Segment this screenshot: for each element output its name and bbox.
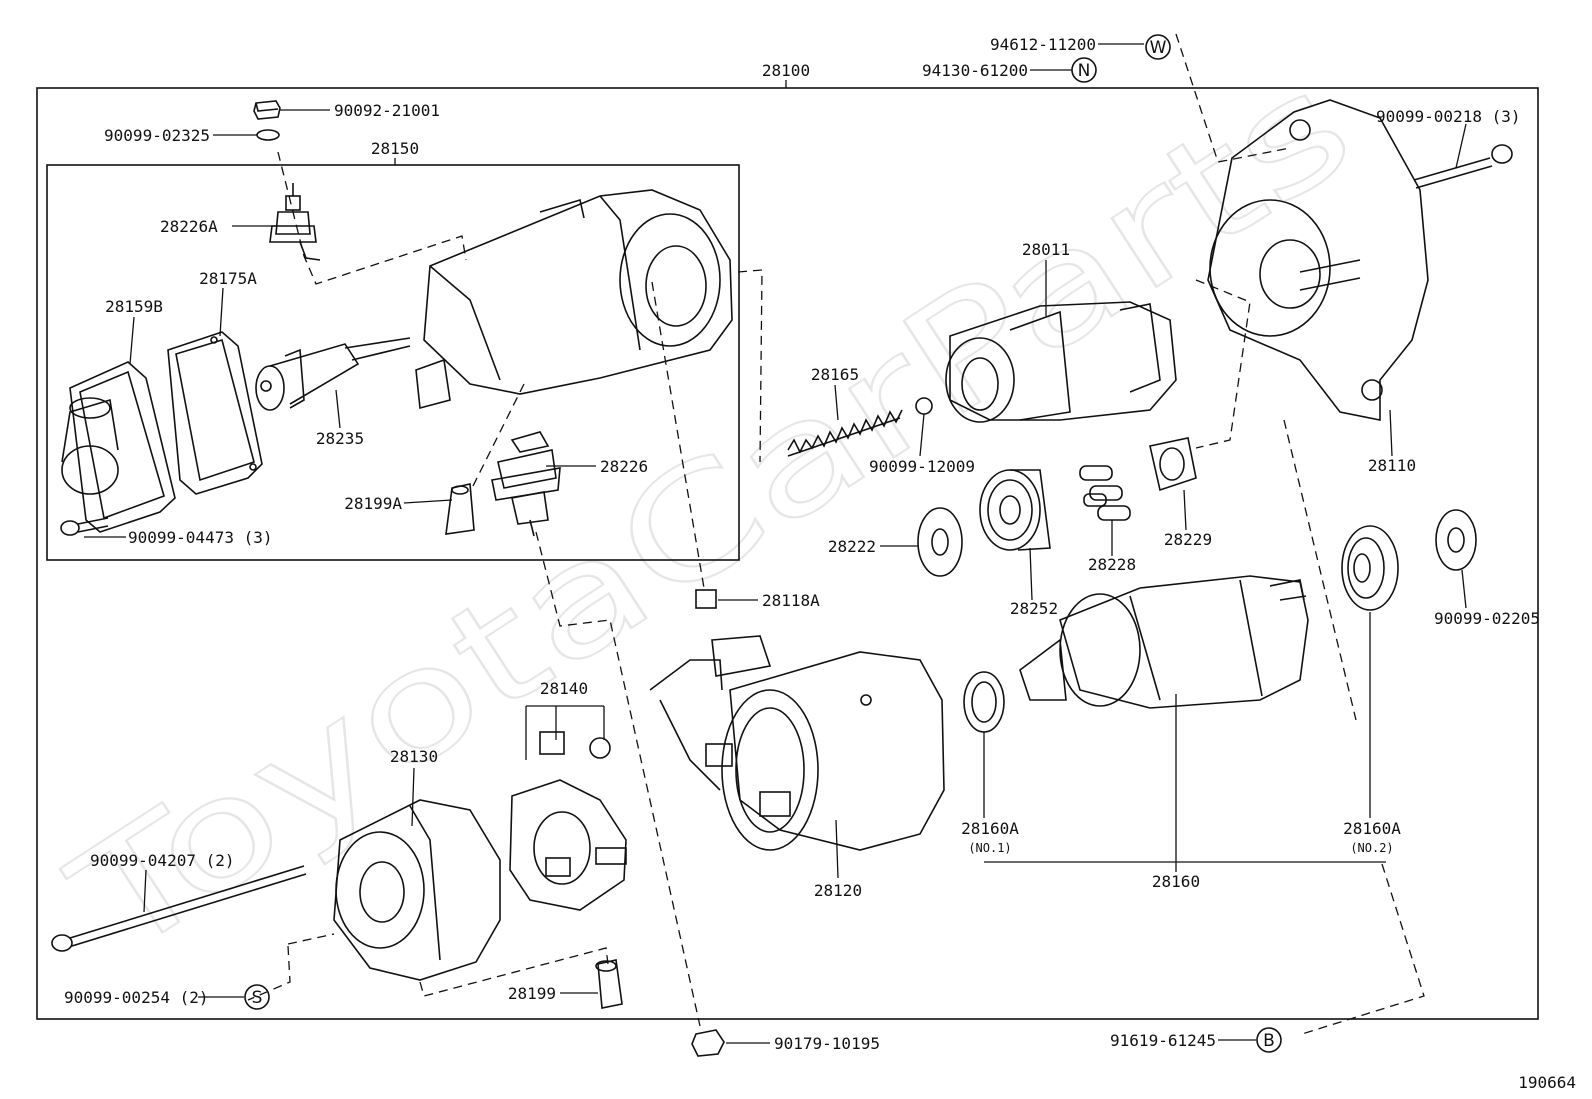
clutch-28011 (945, 301, 1177, 423)
contact-28199 (595, 959, 623, 1009)
gasket-28175a (167, 331, 263, 495)
label-28150: 28150 (371, 139, 419, 158)
callout-s: S (244, 984, 270, 1010)
end-frame-28130 (333, 799, 501, 981)
svg-text:N: N (1078, 61, 1091, 81)
label-28160a-no1-note: (NO.1) (968, 841, 1011, 855)
label-28199: 28199 (508, 984, 556, 1003)
callout-b: B (1256, 1027, 1282, 1053)
washer-28222 (917, 507, 963, 577)
bolt-90099-00218 (1413, 144, 1513, 189)
label-28110: 28110 (1368, 456, 1416, 475)
label-28160a-no1: 28160A (961, 819, 1019, 838)
magnet-switch-frame (46, 164, 740, 561)
label-28252: 28252 (1010, 599, 1058, 618)
nut-90179-10195 (691, 1029, 725, 1057)
label-28165: 28165 (811, 365, 859, 384)
label-28235: 28235 (316, 429, 364, 448)
label-28100: 28100 (762, 61, 810, 80)
label-90099-04207: 90099-04207 (2) (90, 851, 235, 870)
watermark: ToyotaCarParts (44, 38, 1381, 991)
callout-n: N (1071, 57, 1097, 83)
bearing-28160a-no1 (963, 671, 1005, 733)
housing-28110 (1207, 99, 1429, 421)
through-bolt-90099-04207 (51, 865, 307, 952)
svg-text:B: B (1263, 1031, 1275, 1051)
label-90099-02205: 90099-02205 (1434, 609, 1540, 628)
label-28160a-no2: 28160A (1343, 819, 1401, 838)
label-90099-00218: 90099-00218 (3) (1376, 107, 1521, 126)
label-28118a: 28118A (762, 591, 820, 610)
label-28228: 28228 (1088, 555, 1136, 574)
label-90179-10195: 90179-10195 (774, 1034, 880, 1053)
label-28199a: 28199A (344, 494, 402, 513)
label-28011: 28011 (1022, 240, 1070, 259)
label-90099-12009: 90099-12009 (869, 457, 975, 476)
label-28175a: 28175A (199, 269, 257, 288)
washer-90099-02325 (256, 129, 280, 141)
svg-text:S: S (252, 988, 263, 1008)
block-28118a (695, 589, 717, 609)
label-28229: 28229 (1164, 530, 1212, 549)
label-90099-02325: 90099-02325 (104, 126, 210, 145)
terminal-28226a (269, 183, 321, 261)
label-28222: 28222 (828, 537, 876, 556)
label-28120: 28120 (814, 881, 862, 900)
brush-holder-28140 (509, 731, 627, 911)
callout-w: W (1145, 34, 1171, 60)
armature-28160 (1019, 575, 1309, 709)
end-cover-28159b (61, 361, 176, 533)
starter-assembly-frame (36, 87, 1539, 1020)
bolt-90099-04473 (60, 517, 109, 536)
label-90099-00254: 90099-00254 (2) (64, 988, 209, 1007)
label-28159b: 28159B (105, 297, 163, 316)
label-91619-61245: 91619-61245 (1110, 1031, 1216, 1050)
label-28130: 28130 (390, 747, 438, 766)
spring-28165 (787, 409, 903, 457)
label-94130-61200: 94130-61200 (922, 61, 1028, 80)
washer-90099-02205 (1435, 509, 1477, 571)
label-28140: 28140 (540, 679, 588, 698)
magnet-switch-housing (415, 189, 733, 410)
label-28160a-no2-note: (NO.2) (1350, 841, 1393, 855)
retainer-28229 (1149, 437, 1197, 492)
gear-28252 (979, 469, 1051, 551)
yoke-28120 (649, 635, 945, 851)
label-90092-21001: 90092-21001 (334, 101, 440, 120)
plunger-28235 (255, 337, 411, 411)
label-28226: 28226 (600, 457, 648, 476)
svg-text:W: W (1150, 38, 1167, 58)
figure-number: 190664 (1518, 1073, 1576, 1092)
terminal-28226 (491, 431, 561, 537)
label-94612-11200: 94612-11200 (990, 35, 1096, 54)
nut-90092-21001 (253, 100, 281, 120)
label-28160: 28160 (1152, 872, 1200, 891)
contact-28199a (445, 483, 475, 535)
label-28226a: 28226A (160, 217, 218, 236)
label-90099-04473: 90099-04473 (3) (128, 528, 273, 547)
rollers-28228 (1079, 465, 1131, 521)
bearing-28160a-no2 (1341, 525, 1399, 611)
